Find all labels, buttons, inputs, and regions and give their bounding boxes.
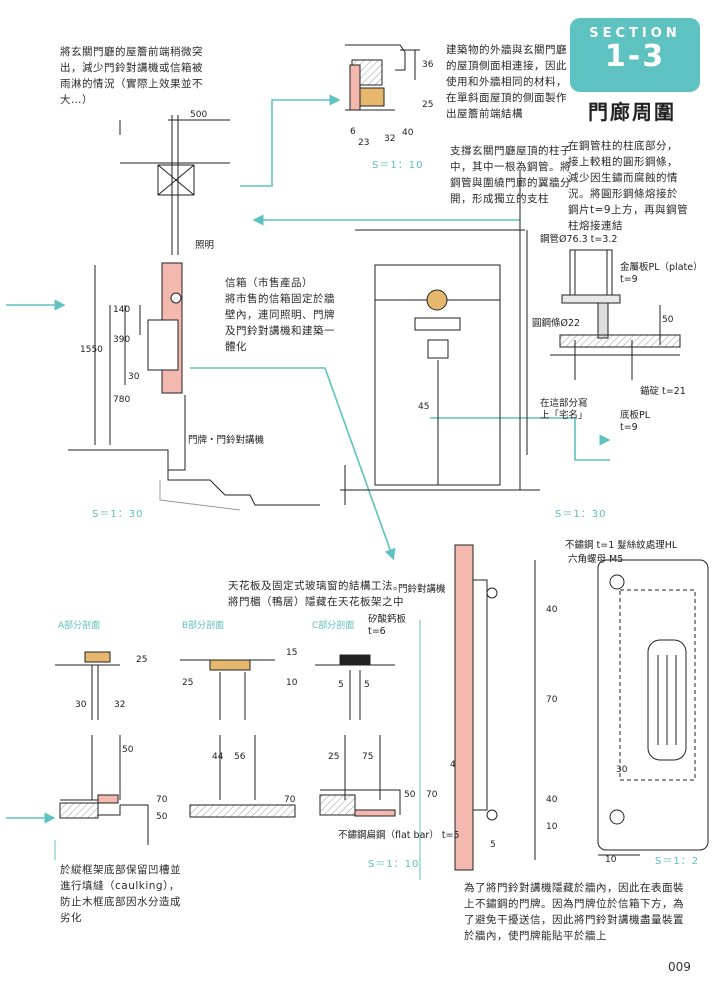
pipe-note: 在鋼管柱的柱底部分， 接上較粗的圓形鋼條， 減少因生鏽而腐蝕的情 況。將圓形鋼條… <box>568 140 689 232</box>
dim-i-30: 30 <box>616 765 628 775</box>
dim-b-44: 44 <box>212 752 224 762</box>
dim-i-10b: 10 <box>605 855 617 865</box>
section-number: 1-3 <box>604 39 666 74</box>
section-c <box>315 654 401 817</box>
dim-i-10: 10 <box>546 822 558 832</box>
section-b <box>180 659 296 818</box>
dim-i-40b: 40 <box>546 795 558 805</box>
dim-c-5a: 5 <box>338 680 344 690</box>
dim-eave-36: 36 <box>422 60 434 70</box>
dim-c-25: 25 <box>328 752 340 762</box>
eave-arrow <box>240 94 341 187</box>
dim-50: 50 <box>662 315 674 325</box>
base-arrow <box>430 417 610 461</box>
dim-b-15: 15 <box>286 648 298 658</box>
section-word: SECTION <box>589 26 681 41</box>
eave-scale: S＝1：10 <box>372 160 424 171</box>
base-plate-label: 底板PL t=9 <box>620 410 651 433</box>
stainless-flat-bar-label: 不鏽鋼扁鋼（flat bar） t=5 <box>338 830 460 841</box>
dim-30: 30 <box>128 372 140 382</box>
dim-c-70: 70 <box>426 790 438 800</box>
dim-390: 390 <box>113 335 131 345</box>
metal-plate-label: 金屬板PL（plate） t=9 <box>620 262 703 285</box>
dim-eave-23: 23 <box>358 138 370 148</box>
right-elevation <box>340 170 540 505</box>
section-arrow <box>190 367 396 561</box>
round-bar-label: 圓鋼條Ø22 <box>532 318 581 329</box>
intercom-scale: S＝1：2 <box>655 856 700 867</box>
dim-45: 45 <box>418 402 430 412</box>
dim-eave-40: 40 <box>402 128 414 138</box>
left-elevation-scale: S＝1：30 <box>92 509 144 520</box>
section-b-label: B部分剖面 <box>182 621 225 631</box>
dim-b-25: 25 <box>182 678 194 688</box>
column-note: 支撐玄關門廳屋頂的柱子 中，其中一根為鋼管。將 鋼管與圍繞門廊的翼牆分 開，形成… <box>450 145 571 205</box>
section-a-label: A部分剖面 <box>58 621 101 631</box>
ceiling-note: 天花板及固定式玻璃窗的結構工法。 將門楣（鴨居）隱藏在天花板架之中 <box>228 580 404 608</box>
write-name-label: 在這部分寫 上「宅名」 <box>540 398 588 421</box>
dim-140: 140 <box>113 305 131 315</box>
dim-a-50: 50 <box>122 745 134 755</box>
lighting-label: 照明 <box>195 240 215 251</box>
dim-eave-6: 6 <box>350 127 356 137</box>
section-title: 門廊周圍 <box>588 100 676 124</box>
dim-a-32: 32 <box>114 700 126 710</box>
dim-eave-32: 32 <box>384 134 396 144</box>
dim-c-75: 75 <box>362 752 374 762</box>
dim-i-4: 4 <box>450 760 456 770</box>
eave-note: 將玄關門廳的屋簷前端稍微突 出，減少門鈴對講機或信箱被 雨淋的情況（實際上效果並… <box>60 46 203 106</box>
dim-500: 500 <box>190 110 208 120</box>
dim-a-50b: 50 <box>156 812 168 822</box>
callout-arrows <box>6 94 611 880</box>
caulk-note: 於縱框架底部保留凹槽並 進行填縫（caulking）， 防止木框底部因水分造成 … <box>60 864 181 924</box>
right-elevation-scale: S＝1：30 <box>555 509 607 520</box>
dim-1550: 1550 <box>80 345 103 355</box>
cladding-note: 建築物的外牆與玄關門廳 的屋頂側面相連接，因此 使用和外牆相同的材料， 在單斜面… <box>446 44 567 120</box>
dim-c-50: 50 <box>404 790 416 800</box>
dim-a-25: 25 <box>136 655 148 665</box>
hairline-label: 不鏽鋼 t=1 髮絲紋處理HL <box>565 540 678 551</box>
dim-b-56: 56 <box>234 752 246 762</box>
section-c-label: C部分剖面 <box>312 621 355 631</box>
dim-i-5: 5 <box>490 840 496 850</box>
eave-detail <box>345 44 420 111</box>
column-base-detail <box>550 249 681 380</box>
sections-scale: S＝1：10 <box>368 859 420 870</box>
dim-a-30: 30 <box>75 700 87 710</box>
dim-b-70: 70 <box>284 795 296 805</box>
bolt-label: 錨碇 t=21 <box>640 386 686 397</box>
section-a <box>55 651 149 845</box>
dim-eave-25: 25 <box>422 100 434 110</box>
intercom-section <box>454 544 536 871</box>
intercom-front <box>597 559 709 856</box>
mailbox-note: 信箱（市售產品） 將市售的信箱固定於牆 壁內，連同照明、門牌 及門鈴對講機和建築… <box>225 277 335 353</box>
dim-b-10: 10 <box>286 678 298 688</box>
intercom-label: 門鈴對講機 <box>398 584 446 595</box>
left-elevation <box>68 115 320 511</box>
section-badge: SECTION 1-3 <box>570 18 700 92</box>
hex-nut-label: 六角螺母 M5 <box>568 554 624 565</box>
calcium-silicate-label: 矽酸鈣板 t=6 <box>368 614 407 637</box>
dim-a-70: 70 <box>156 795 168 805</box>
dim-i-40a: 40 <box>546 605 558 615</box>
dim-c-5b: 5 <box>364 680 370 690</box>
steel-pipe-label: 鋼管Ø76.3 t=3.2 <box>540 234 618 245</box>
page-number: 009 <box>668 960 691 974</box>
dim-i-70: 70 <box>546 695 558 705</box>
intercom-note: 為了將門鈴對講機隱藏於牆內，因此在表面裝 上不鏽鋼的門牌。因為門牌位於信箱下方，… <box>464 882 684 942</box>
nameplate-intercom-label: 門牌・門鈴對講機 <box>188 435 265 446</box>
dim-780: 780 <box>113 395 131 405</box>
